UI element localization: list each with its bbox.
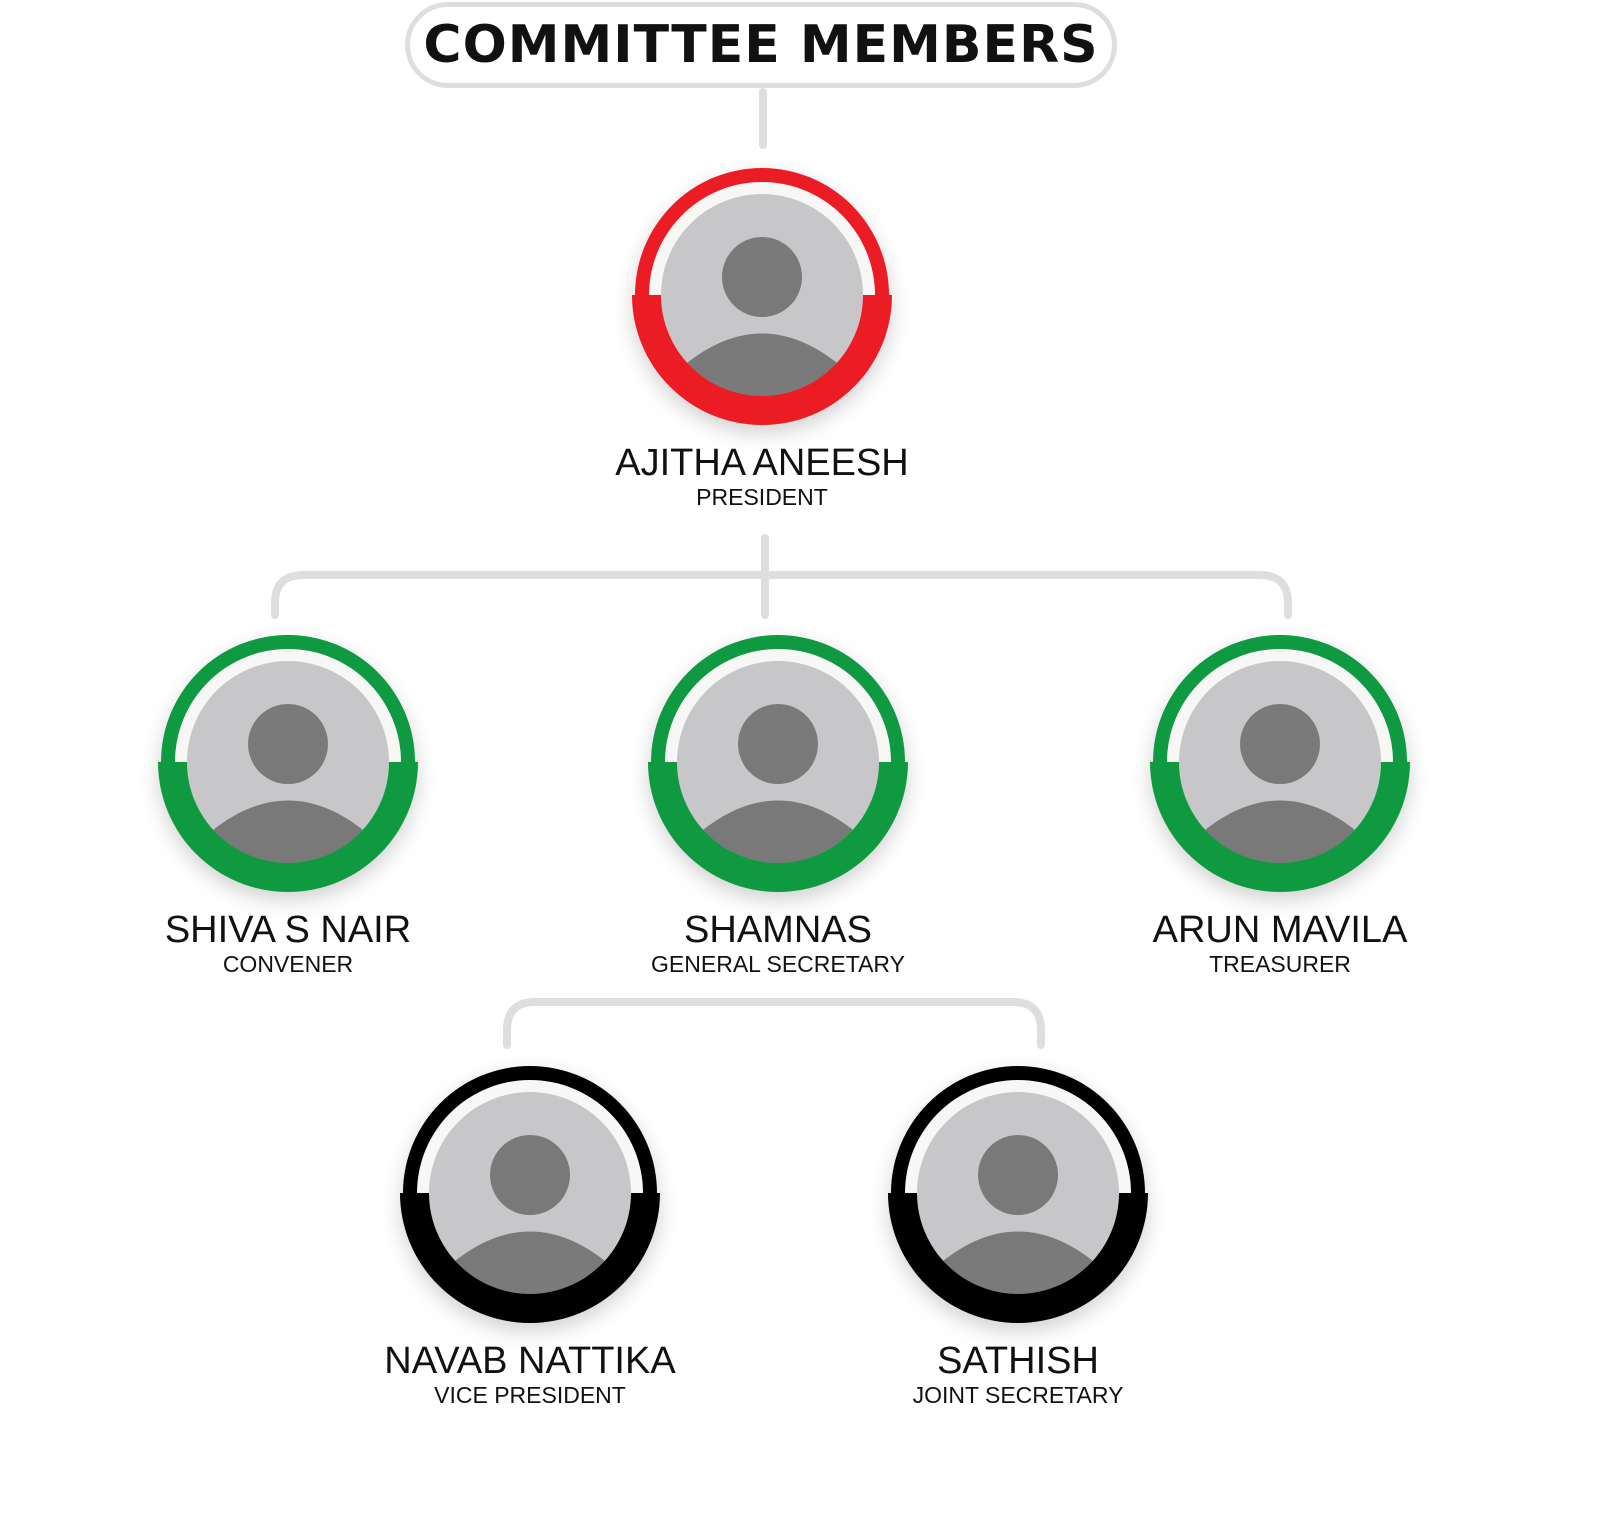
avatar — [1150, 635, 1410, 892]
member-role: TREASURER — [1209, 951, 1351, 977]
member-role: GENERAL SECRETARY — [651, 951, 905, 977]
member-role: CONVENER — [222, 951, 354, 977]
member-name: SHIVA S NAIR — [164, 909, 412, 951]
member-vice-president: NAVAB NATTIKA VICE PRESIDENT — [320, 1063, 740, 1409]
ring-bottom-band — [648, 762, 908, 892]
avatar — [632, 168, 892, 425]
member-treasurer: ARUN MAVILA TREASURER — [1070, 632, 1490, 978]
member-name: SATHISH — [937, 1340, 1099, 1382]
title-box: COMMITTEE MEMBERS — [405, 2, 1117, 88]
member-general-secretary: SHAMNAS GENERAL SECRETARY — [568, 632, 988, 978]
member-name: SHAMNAS — [684, 909, 872, 951]
connector-secretary-row — [503, 998, 1045, 1049]
member-president: AJITHA ANEESH PRESIDENT — [552, 165, 972, 511]
member-name: ARUN MAVILA — [1152, 909, 1408, 951]
page-title: COMMITTEE MEMBERS — [423, 15, 1099, 75]
ring-bottom-band — [158, 762, 418, 892]
member-joint-secretary: SATHISH JOINT SECRETARY — [808, 1063, 1228, 1409]
ring-bottom-band — [888, 1193, 1148, 1323]
member-convener: SHIVA S NAIR CONVENER — [78, 632, 498, 978]
member-role: VICE PRESIDENT — [434, 1382, 626, 1408]
connector-president-row — [271, 534, 1292, 619]
member-name: AJITHA ANEESH — [615, 442, 909, 484]
ring-bottom-band — [632, 295, 892, 425]
ring-bottom-band — [400, 1193, 660, 1323]
member-name: NAVAB NATTIKA — [384, 1340, 676, 1382]
ring-bottom-band — [1150, 762, 1410, 892]
avatar — [400, 1066, 660, 1323]
member-role: JOINT SECRETARY — [912, 1382, 1124, 1408]
avatar — [648, 635, 908, 892]
avatar — [158, 635, 418, 892]
avatar — [888, 1066, 1148, 1323]
member-role: PRESIDENT — [696, 484, 828, 510]
